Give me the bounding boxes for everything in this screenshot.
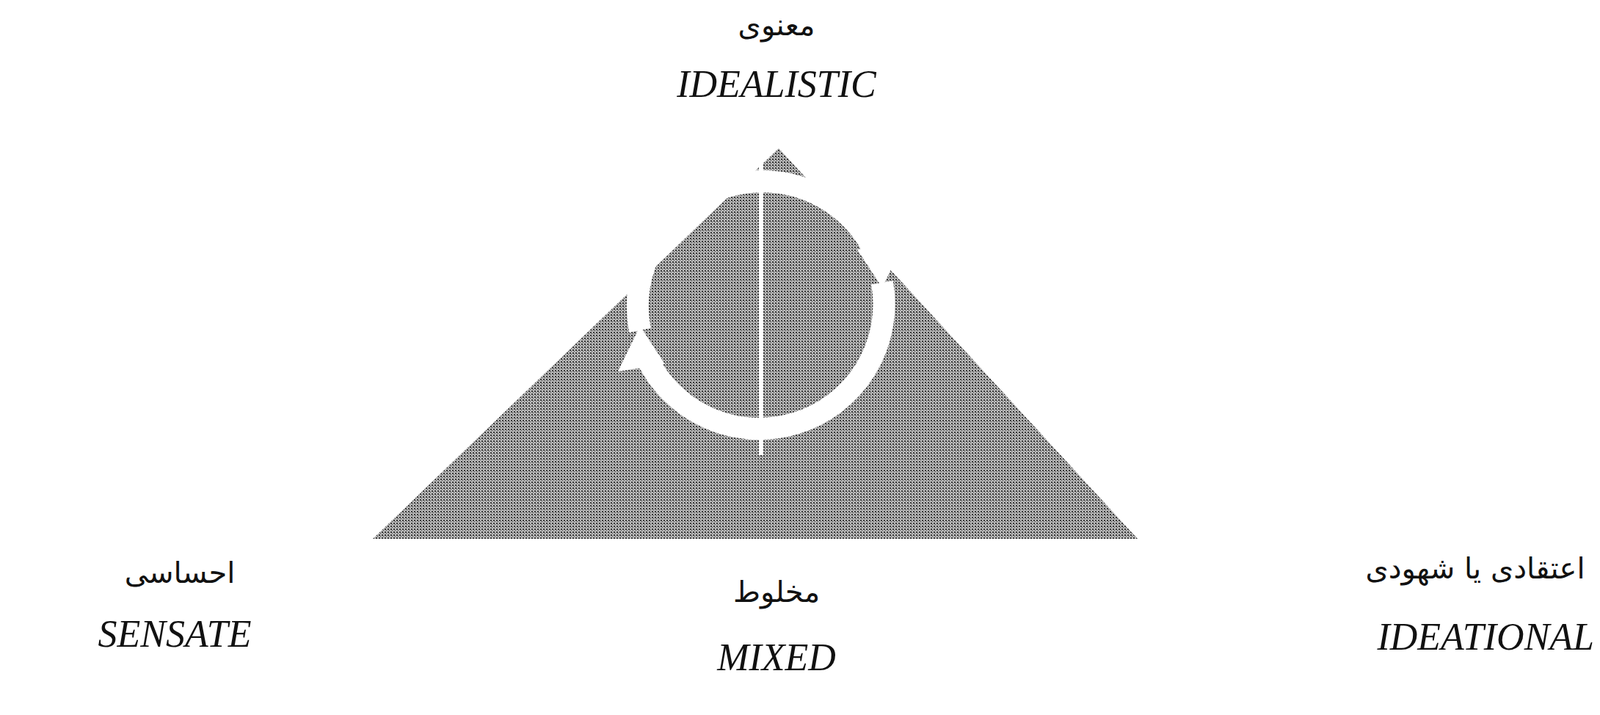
base-label: MIXED bbox=[717, 635, 836, 680]
vertex-label-fa: احساسی bbox=[124, 555, 236, 590]
vertex-label-fa: اعتقادی یا شهودی bbox=[1365, 551, 1585, 585]
split-line bbox=[758, 151, 764, 456]
vertex-label-fa: معنوی bbox=[738, 8, 816, 42]
split-line bbox=[758, 198, 764, 419]
triangle bbox=[372, 148, 1138, 539]
cycle-arrows bbox=[617, 181, 905, 429]
vertex-label: IDEATIONAL bbox=[1376, 615, 1595, 660]
base-label-fa: مخلوط bbox=[733, 574, 820, 609]
vertex-label: IDEALISTIC bbox=[676, 62, 877, 107]
vertex-label: SENSATE bbox=[98, 612, 252, 657]
